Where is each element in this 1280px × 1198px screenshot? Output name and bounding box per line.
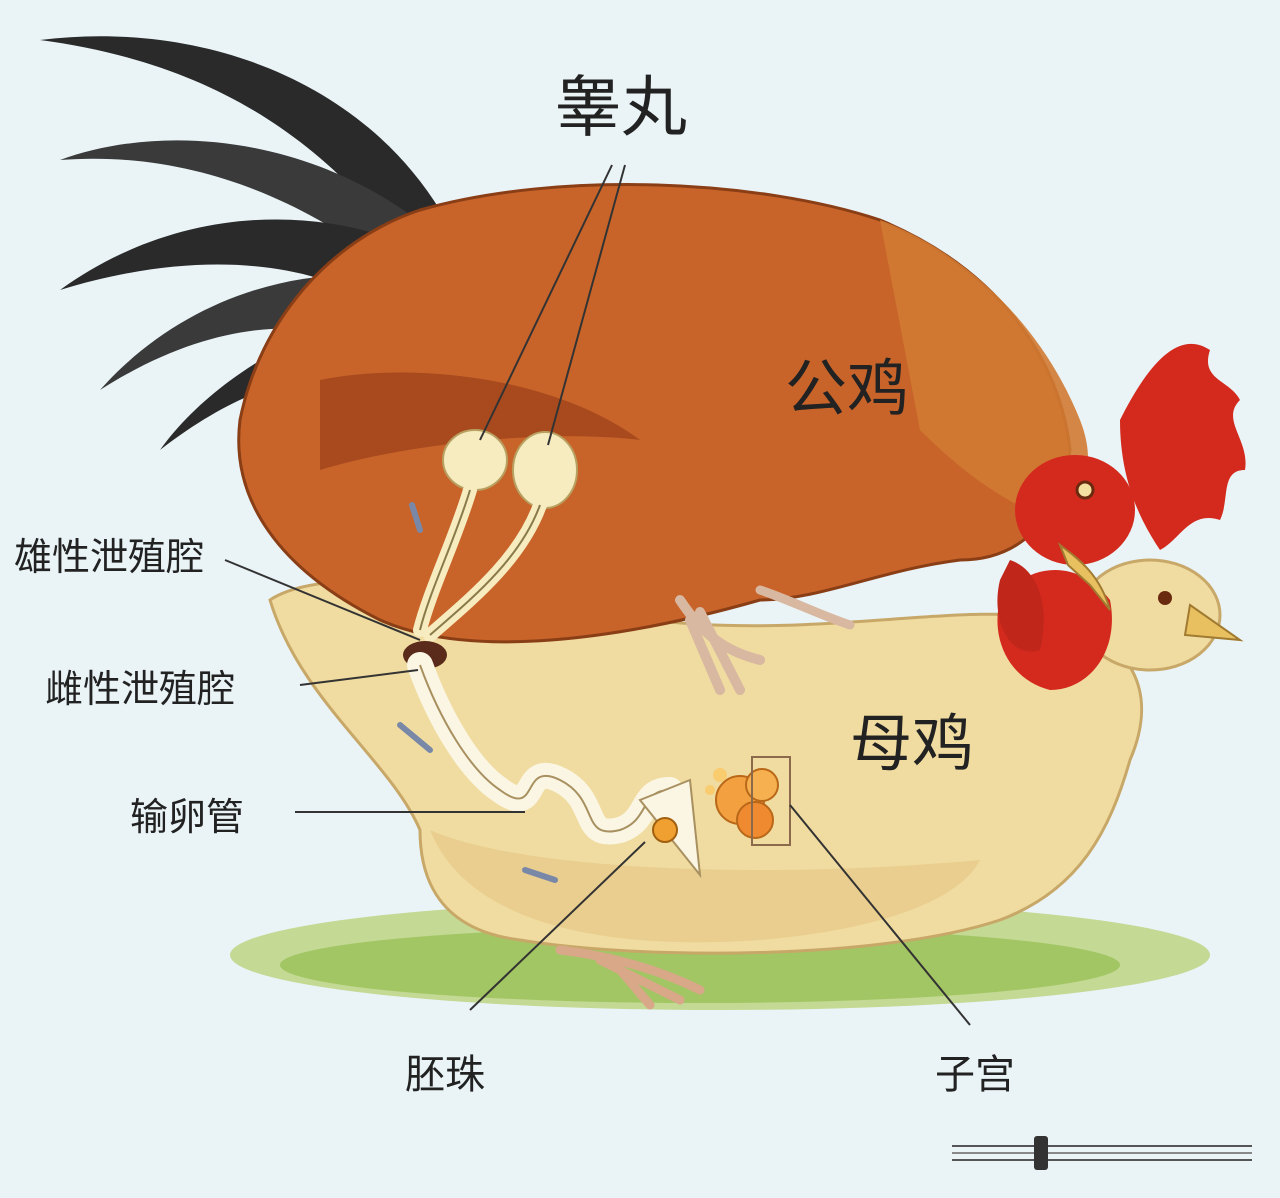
testis-right (512, 431, 578, 509)
slider-icon (952, 1136, 1252, 1170)
rooster-comb (1120, 343, 1246, 550)
label-blastodisc: 胚珠 (405, 1052, 485, 1098)
label-female-cloaca: 雌性泄殖腔 (45, 667, 235, 711)
rooster (40, 36, 1246, 695)
label-rooster: 公鸡 (785, 352, 909, 425)
blastodisc-egg (652, 817, 678, 843)
ovary (705, 756, 791, 846)
label-male-cloaca: 雄性泄殖腔 (14, 535, 204, 579)
image-slider[interactable] (952, 1136, 1252, 1170)
testis-left (442, 429, 508, 491)
label-hen: 母鸡 (850, 707, 974, 780)
label-testis: 睾丸 (555, 69, 687, 146)
label-uterus: 子宫 (935, 1052, 1015, 1098)
reproductive-organs (397, 429, 791, 883)
leader-lines (224, 164, 971, 1026)
label-oviduct: 输卵管 (130, 795, 244, 839)
